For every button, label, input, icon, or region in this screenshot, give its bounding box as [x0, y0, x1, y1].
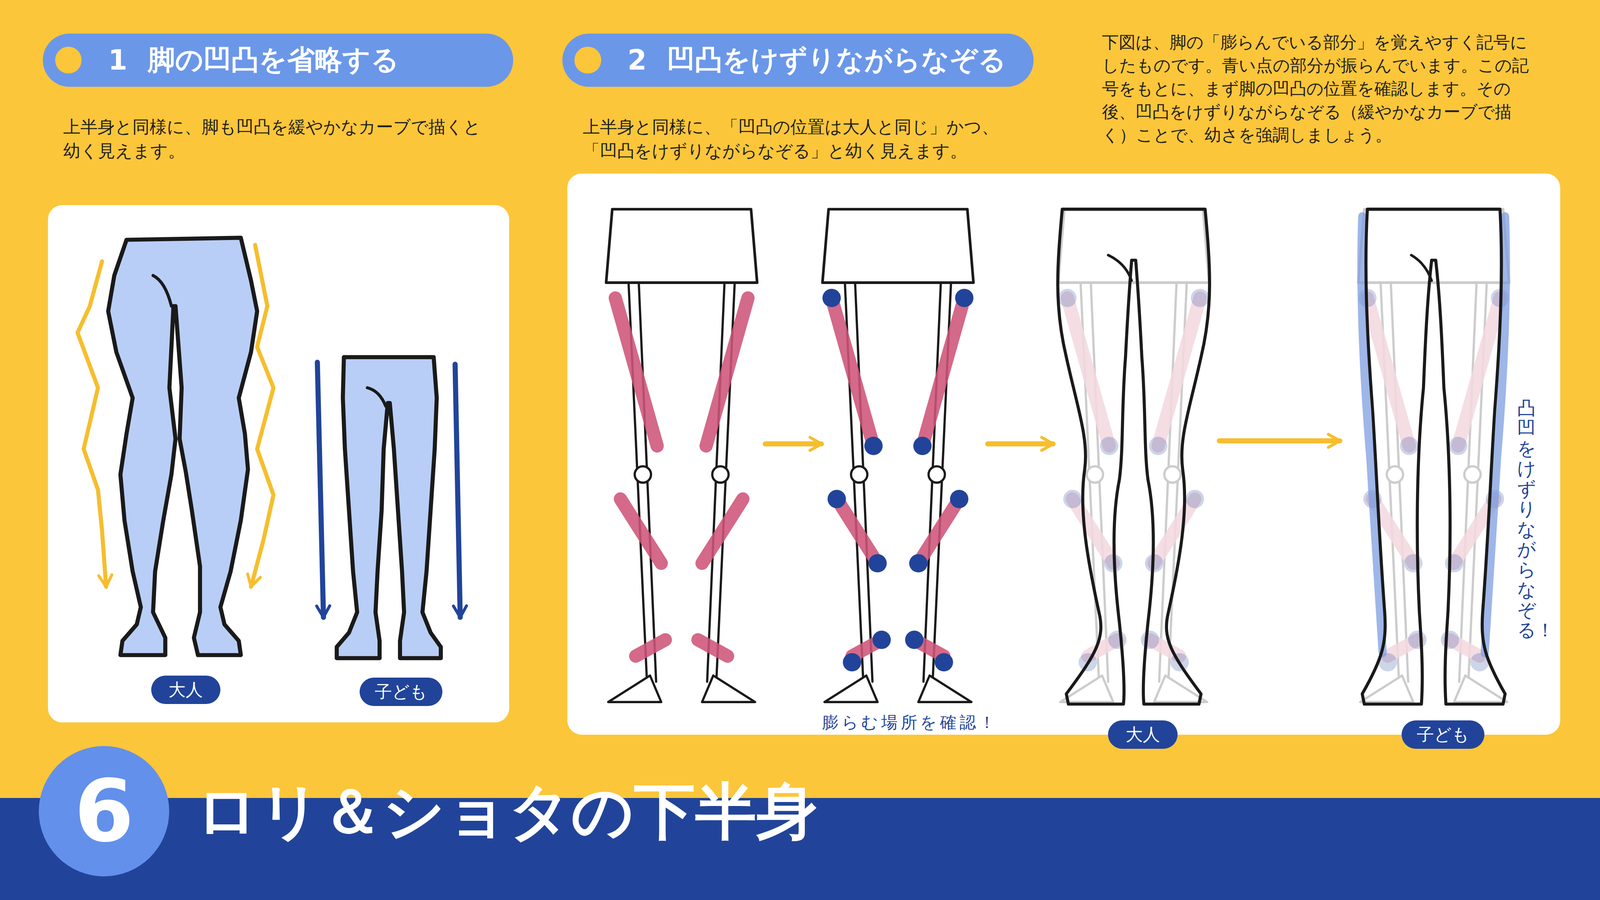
body-text: 上半身と同様に、「凹凸の位置は大人と同じ」かつ、「凹凸をけずりながらなぞる」と幼… — [582, 115, 1028, 164]
leg-skeleton — [1358, 209, 1510, 702]
body-text: 上半身と同様に、脚も凹凸を緩やかなカーブで描くと幼く見えます。 — [63, 115, 490, 164]
waist-line — [1367, 207, 1500, 211]
chapter-digit: 6 — [74, 768, 134, 854]
bullet-dot — [574, 46, 601, 74]
step-arrow — [765, 441, 822, 447]
section-number: 2 — [627, 44, 647, 76]
bulge-dots — [1058, 288, 1210, 672]
section-header: 2 凹凸をけずりながらなぞる — [562, 33, 1034, 87]
crotch-line — [153, 275, 172, 307]
adult-outline — [1057, 209, 1210, 704]
zigzag-arrow — [251, 244, 274, 587]
check-note: 膨らむ場所を確認！ — [818, 711, 1003, 734]
bullet-dot — [55, 46, 82, 74]
bulge-bars — [831, 298, 965, 656]
crotch-line — [367, 387, 386, 406]
faded-guide — [1058, 209, 1210, 702]
bulge-bars — [615, 298, 748, 656]
child-legs — [336, 357, 441, 659]
bulge-dots — [822, 288, 974, 672]
leg-contour — [1362, 209, 1506, 704]
straight-arrow — [455, 364, 461, 618]
tag-text: 子ども — [1416, 722, 1470, 747]
tag-text: 大人 — [168, 678, 203, 702]
zigzag-arrow — [77, 261, 106, 587]
straight-arrow — [317, 362, 324, 618]
step-arrow — [1219, 438, 1340, 444]
bulge-bars — [1067, 298, 1200, 656]
section-heading: 脚の凹凸を省略する — [147, 41, 400, 79]
age-tag: 子ども — [359, 677, 443, 706]
section-heading: 凹凸をけずりながらなぞる — [667, 41, 1007, 79]
leg-skeleton — [822, 209, 974, 702]
white-panel — [567, 173, 1560, 735]
age-tag: 子ども — [1401, 720, 1485, 749]
tag-text: 子ども — [374, 680, 428, 704]
age-tag: 大人 — [1108, 720, 1178, 749]
leg-skeleton — [1058, 209, 1210, 702]
leg-skeleton — [606, 209, 758, 702]
chapter-number: 6 — [38, 746, 170, 877]
waist-line — [1062, 207, 1206, 211]
leg-contour — [1057, 209, 1210, 704]
crotch-line — [1411, 255, 1432, 281]
adult-legs — [108, 237, 257, 655]
crotch-line — [1108, 255, 1132, 281]
step-arrow — [987, 441, 1053, 447]
bulge-bars — [1367, 298, 1500, 656]
page-title: ロリ＆ショタの下半身 — [196, 776, 818, 847]
white-panel — [48, 205, 510, 723]
body-text: 下図は、脚の「膨らんでいる部分」を覚えやすく記号にしたものです。青い点の部分が振… — [1102, 30, 1539, 147]
section-number: 1 — [108, 44, 128, 76]
age-tag: 大人 — [151, 675, 221, 704]
vertical-note: 凸凹をけずりながらなぞる！ — [1517, 398, 1536, 641]
tag-text: 大人 — [1125, 722, 1160, 747]
section-header: 1 脚の凹凸を省略する — [42, 33, 514, 87]
child-outline — [1361, 209, 1506, 704]
faded-guide — [1358, 209, 1510, 702]
